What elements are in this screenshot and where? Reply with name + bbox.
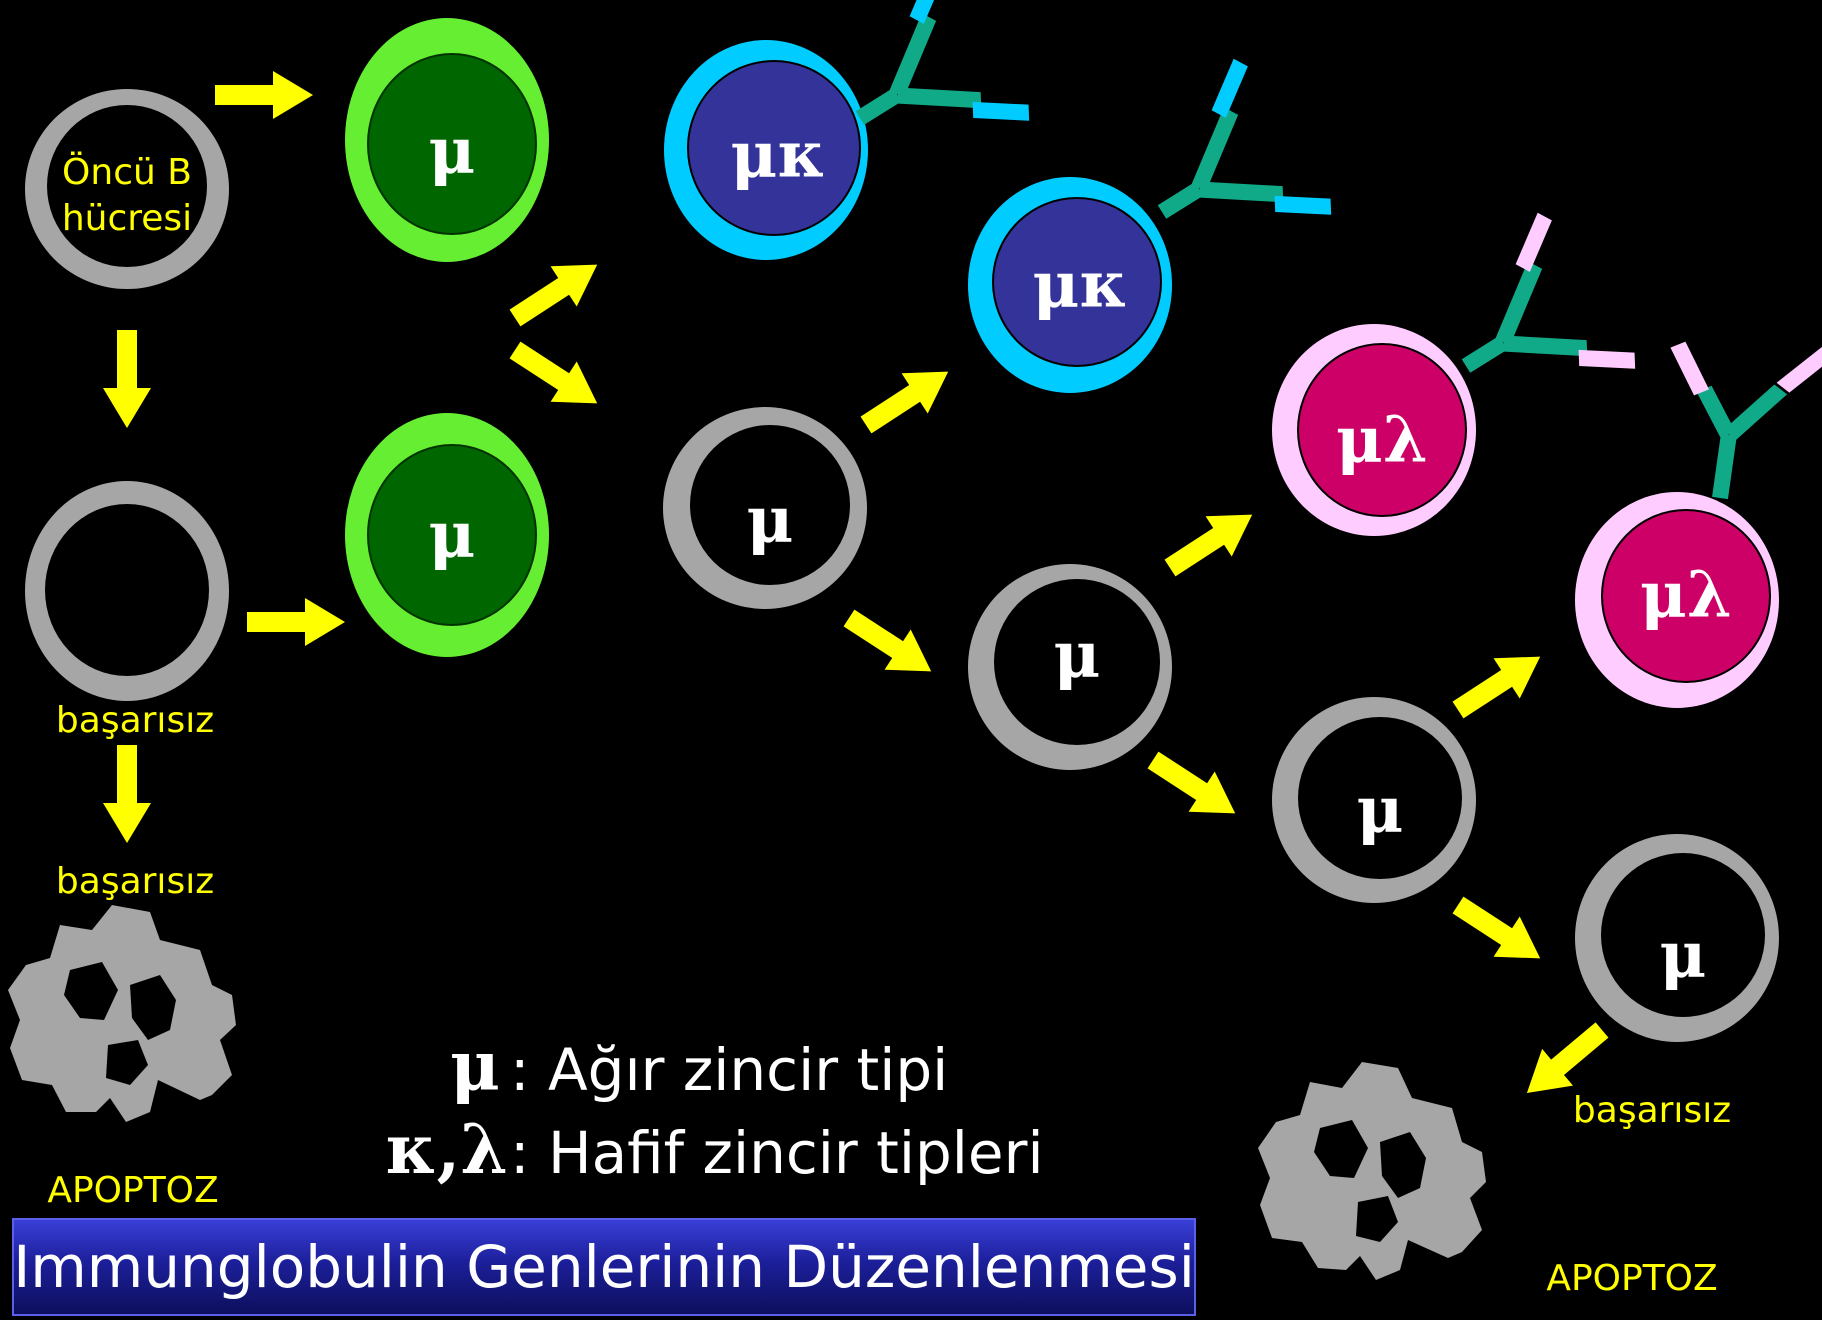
apoptosis-label: APOPTOZ — [47, 1170, 218, 1211]
arrow — [501, 244, 611, 339]
legend-heavy-symbol: μ — [450, 1027, 500, 1107]
cell-label-mu-lambda: μλ — [1640, 558, 1732, 633]
cell-label-mu: μ — [1054, 618, 1101, 693]
arrow — [1139, 739, 1249, 834]
mu-cell-green — [345, 413, 549, 657]
arrow — [103, 330, 151, 428]
pre-b-label: hücresi — [62, 198, 192, 239]
mu-lambda-cell — [1575, 492, 1779, 708]
mu-cell-gray — [1575, 834, 1779, 1042]
antibody-lambda — [1461, 212, 1636, 373]
cell-label-mu-kappa: μκ — [731, 118, 826, 193]
legend: μ : Ağır zincir tipi κ,λ : Hafif zincir … — [386, 1027, 1044, 1190]
cell-label-mu: μ — [747, 483, 794, 558]
arrow — [852, 351, 962, 446]
legend-light-text: : Hafif zincir tipleri — [510, 1119, 1044, 1187]
fail-label: başarısız — [1573, 1090, 1731, 1131]
failed-cell — [25, 481, 229, 701]
cell-label-mu-kappa: μκ — [1033, 248, 1128, 323]
mu-lambda-cell — [1272, 324, 1476, 536]
mu-cell-gray — [1272, 697, 1476, 903]
arrow — [1444, 884, 1554, 979]
page-title: Immunglobulin Genlerinin Düzenlenmesi — [13, 1233, 1195, 1301]
fail-label: başarısız — [56, 861, 214, 902]
cell-label-mu: μ — [1660, 918, 1707, 993]
arrow — [501, 329, 611, 424]
pre-b-cell — [25, 89, 229, 289]
mu-cell-green — [345, 18, 549, 262]
cell-label-mu-lambda: μλ — [1336, 403, 1428, 478]
apoptotic-cell — [8, 905, 236, 1122]
cell-label-mu: μ — [429, 114, 476, 189]
mu-cell-gray — [968, 564, 1172, 770]
fail-label: başarısız — [56, 700, 214, 741]
mu-kappa-cell — [968, 177, 1172, 393]
arrow — [1444, 636, 1554, 731]
pre-b-label: Öncü B — [62, 151, 192, 193]
cell-label-mu: μ — [429, 498, 476, 573]
arrow — [215, 71, 313, 119]
legend-heavy-text: : Ağır zincir tipi — [510, 1036, 948, 1104]
apoptosis-label: APOPTOZ — [1546, 1258, 1717, 1299]
arrow — [247, 598, 345, 646]
arrow — [103, 745, 151, 843]
title-bar: Immunglobulin Genlerinin Düzenlenmesi — [12, 1218, 1196, 1316]
antibody-lambda — [1670, 341, 1822, 500]
antibody-kappa — [1157, 58, 1332, 219]
apoptotic-cell — [1258, 1062, 1486, 1280]
legend-light-symbol: κ,λ — [386, 1110, 508, 1190]
cell-label-mu: μ — [1357, 773, 1404, 848]
antibody-kappa — [855, 0, 1030, 125]
mu-kappa-cell — [664, 40, 868, 260]
arrow — [835, 597, 945, 692]
mu-cell-gray — [663, 407, 867, 609]
arrow — [1156, 494, 1266, 589]
